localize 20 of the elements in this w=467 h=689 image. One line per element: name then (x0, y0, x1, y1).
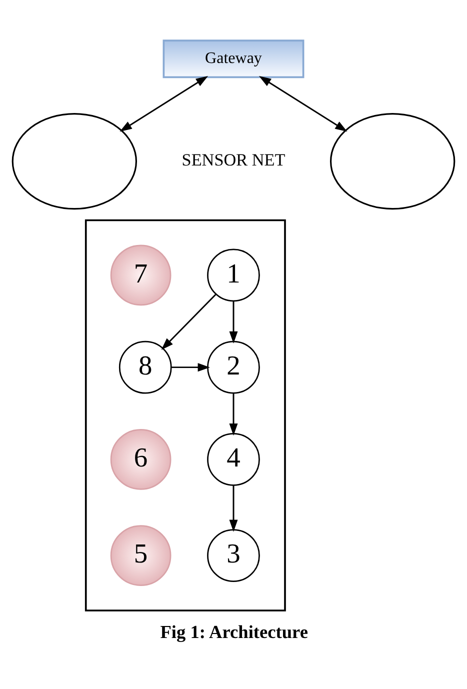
node-circle: 2 (207, 340, 260, 394)
node-circle: 3 (207, 528, 260, 582)
node-circle: 4 (207, 432, 260, 486)
arrow (229, 300, 238, 344)
arrow (229, 484, 238, 532)
node-circle: 5 (110, 524, 172, 586)
arrow (120, 76, 208, 132)
arrow (161, 294, 216, 350)
node-cloud (12, 112, 138, 210)
node-box: Gateway (162, 39, 304, 78)
caption: Fig 1: Architecture (160, 621, 308, 642)
node-circle: 8 (118, 340, 172, 394)
label: SENSOR NET (182, 150, 286, 169)
node-circle: 1 (207, 248, 260, 302)
arrow (171, 362, 210, 372)
node-circle: 6 (110, 428, 172, 490)
node-cloud (330, 112, 456, 210)
arrow (258, 76, 348, 132)
arrow (229, 393, 238, 436)
node-circle: 7 (110, 244, 172, 306)
